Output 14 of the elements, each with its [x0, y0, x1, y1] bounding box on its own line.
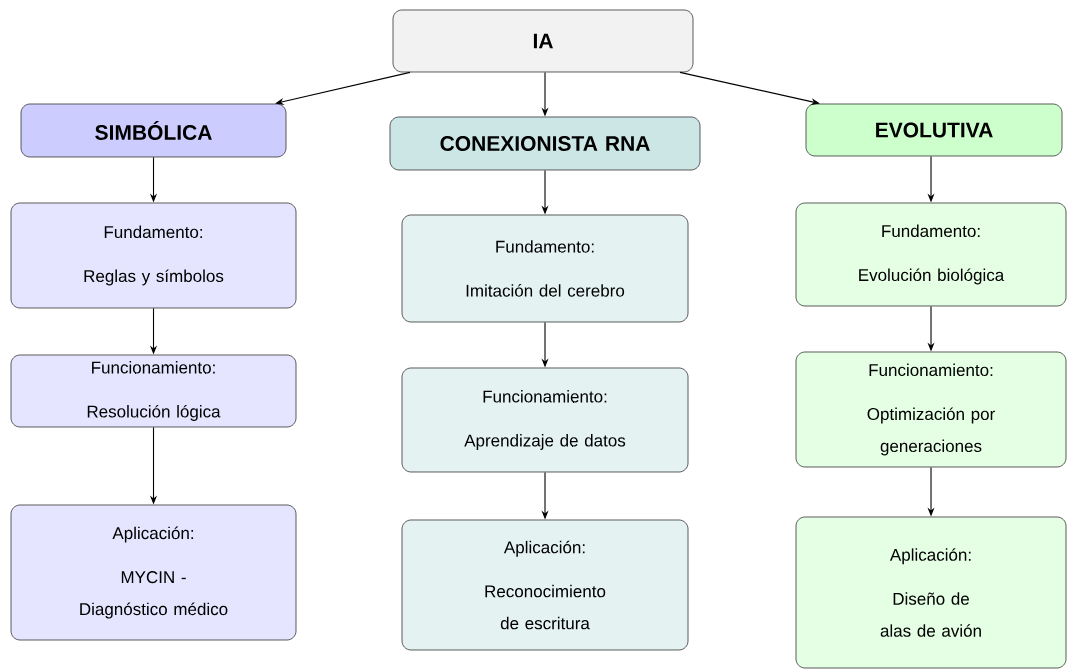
info-box: Fundamento: Imitación del cerebro — [401, 214, 689, 323]
category-box: CONEXIONISTA RNA — [389, 116, 701, 171]
info-box: Aplicación: Reconocimiento de escritura — [401, 519, 689, 651]
info-box: Fundamento: Reglas y símbolos — [10, 202, 297, 309]
root-box: IA — [392, 9, 694, 73]
category-box: EVOLUTIVA — [805, 103, 1063, 157]
info-box: Aplicación: MYCIN - Diagnóstico médico — [10, 504, 297, 641]
arrow — [275, 71, 411, 105]
info-box: Funcionamiento: Resolución lógica — [10, 354, 297, 428]
info-box: Fundamento: Evolución biológica — [795, 202, 1067, 307]
info-box: Funcionamiento: Aprendizaje de datos — [401, 367, 689, 473]
info-box: Aplicación: Diseño de alas de avión — [795, 516, 1067, 669]
info-box: Funcionamiento: Optimización por generaciones — [795, 351, 1067, 468]
category-box: SIMBÓLICA — [20, 103, 287, 158]
